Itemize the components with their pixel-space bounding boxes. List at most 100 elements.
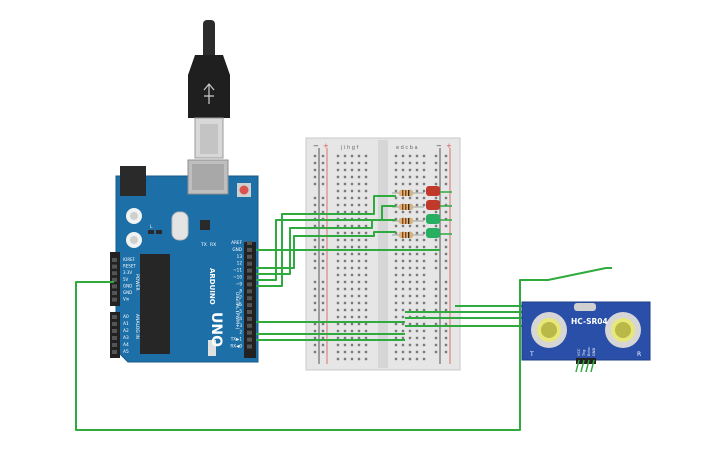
breadboard-hole bbox=[350, 245, 354, 249]
rail-hole bbox=[321, 252, 325, 256]
breadboard-hole bbox=[422, 336, 426, 340]
rail-hole bbox=[321, 182, 325, 186]
breadboard-hole bbox=[394, 252, 398, 256]
digital-pin-label: ~11 bbox=[233, 268, 242, 273]
breadboard-hole bbox=[343, 224, 347, 228]
breadboard-hole bbox=[401, 336, 405, 340]
resistor-band bbox=[405, 204, 407, 210]
rail-hole bbox=[444, 259, 448, 263]
rail-hole bbox=[434, 252, 438, 256]
breadboard-hole bbox=[364, 245, 368, 249]
breadboard-hole bbox=[415, 301, 419, 305]
breadboard-hole bbox=[394, 329, 398, 333]
breadboard-hole bbox=[336, 182, 340, 186]
breadboard-hole bbox=[357, 329, 361, 333]
rail-hole bbox=[321, 336, 325, 340]
header-pin bbox=[112, 291, 117, 295]
header-pin bbox=[112, 343, 117, 347]
breadboard-hole bbox=[415, 322, 419, 326]
breadboard-hole bbox=[357, 350, 361, 354]
breadboard-hole bbox=[350, 266, 354, 270]
breadboard-hole bbox=[350, 189, 354, 193]
rail-hole bbox=[313, 210, 317, 214]
breadboard-hole bbox=[357, 196, 361, 200]
rail-hole bbox=[434, 238, 438, 242]
rail-hole bbox=[444, 175, 448, 179]
breadboard-hole bbox=[401, 329, 405, 333]
breadboard-hole bbox=[364, 280, 368, 284]
breadboard-hole bbox=[415, 231, 419, 235]
rail-hole bbox=[444, 252, 448, 256]
resistor-band bbox=[402, 218, 404, 224]
breadboard-hole bbox=[415, 294, 419, 298]
breadboard-hole bbox=[415, 252, 419, 256]
breadboard-hole bbox=[394, 196, 398, 200]
breadboard-hole bbox=[357, 203, 361, 207]
header-pin bbox=[247, 254, 252, 259]
digital-pin-label: ~3 bbox=[236, 323, 243, 328]
breadboard-hole bbox=[415, 329, 419, 333]
breadboard-hole bbox=[394, 238, 398, 242]
resistor-band bbox=[408, 232, 410, 238]
digital-pin-label: ~5 bbox=[236, 309, 243, 314]
breadboard-hole bbox=[422, 273, 426, 277]
usb-cable bbox=[188, 20, 230, 159]
breadboard-hole bbox=[336, 203, 340, 207]
breadboard-hole bbox=[364, 315, 368, 319]
breadboard-hole bbox=[394, 280, 398, 284]
breadboard-hole bbox=[357, 259, 361, 263]
breadboard-hole bbox=[364, 161, 368, 165]
breadboard-hole bbox=[394, 182, 398, 186]
breadboard-hole bbox=[357, 315, 361, 319]
resistor-band bbox=[408, 218, 410, 224]
breadboard-hole bbox=[394, 294, 398, 298]
rail-hole bbox=[434, 329, 438, 333]
breadboard-hole bbox=[364, 357, 368, 361]
breadboard-hole bbox=[408, 329, 412, 333]
breadboard-hole bbox=[401, 343, 405, 347]
rail-hole bbox=[313, 287, 317, 291]
breadboard-hole bbox=[343, 308, 347, 312]
header-pin bbox=[112, 258, 117, 262]
breadboard-hole bbox=[422, 322, 426, 326]
rail-hole bbox=[321, 224, 325, 228]
rail-hole bbox=[313, 224, 317, 228]
header-pin bbox=[247, 303, 252, 308]
breadboard-hole bbox=[408, 280, 412, 284]
breadboard-hole bbox=[422, 252, 426, 256]
breadboard-hole bbox=[422, 154, 426, 158]
breadboard-hole bbox=[408, 336, 412, 340]
breadboard-hole bbox=[401, 245, 405, 249]
breadboard-hole bbox=[422, 245, 426, 249]
sensor-pin-label: Trig bbox=[582, 350, 586, 357]
rail-hole bbox=[434, 224, 438, 228]
breadboard-hole bbox=[394, 336, 398, 340]
breadboard-hole bbox=[364, 308, 368, 312]
breadboard-hole bbox=[336, 294, 340, 298]
digital-pin-label: RX◀0 bbox=[230, 344, 242, 349]
breadboard-hole bbox=[364, 273, 368, 277]
header-pin bbox=[112, 336, 117, 340]
rail-hole bbox=[313, 238, 317, 242]
breadboard-hole bbox=[357, 252, 361, 256]
power-pin-label: RESET bbox=[123, 264, 136, 269]
digital-pin-label: ~9 bbox=[236, 281, 243, 286]
column-letters-left: j i h g f bbox=[340, 145, 358, 151]
header-pin bbox=[112, 329, 117, 333]
arduino-board: ARDUINO UNO DIGITAL (PWM~) ANALOG IN POW… bbox=[110, 159, 259, 363]
breadboard-hole bbox=[408, 161, 412, 165]
green-led bbox=[426, 228, 440, 238]
breadboard-hole bbox=[364, 182, 368, 186]
breadboard-hole bbox=[336, 287, 340, 291]
rail-hole bbox=[434, 322, 438, 326]
breadboard-hole bbox=[357, 182, 361, 186]
breadboard-hole bbox=[357, 308, 361, 312]
breadboard-hole bbox=[364, 238, 368, 242]
breadboard-hole bbox=[422, 231, 426, 235]
resistor-band bbox=[405, 232, 407, 238]
breadboard-hole bbox=[357, 294, 361, 298]
breadboard-hole bbox=[422, 196, 426, 200]
breadboard-hole bbox=[401, 350, 405, 354]
breadboard-hole bbox=[336, 343, 340, 347]
